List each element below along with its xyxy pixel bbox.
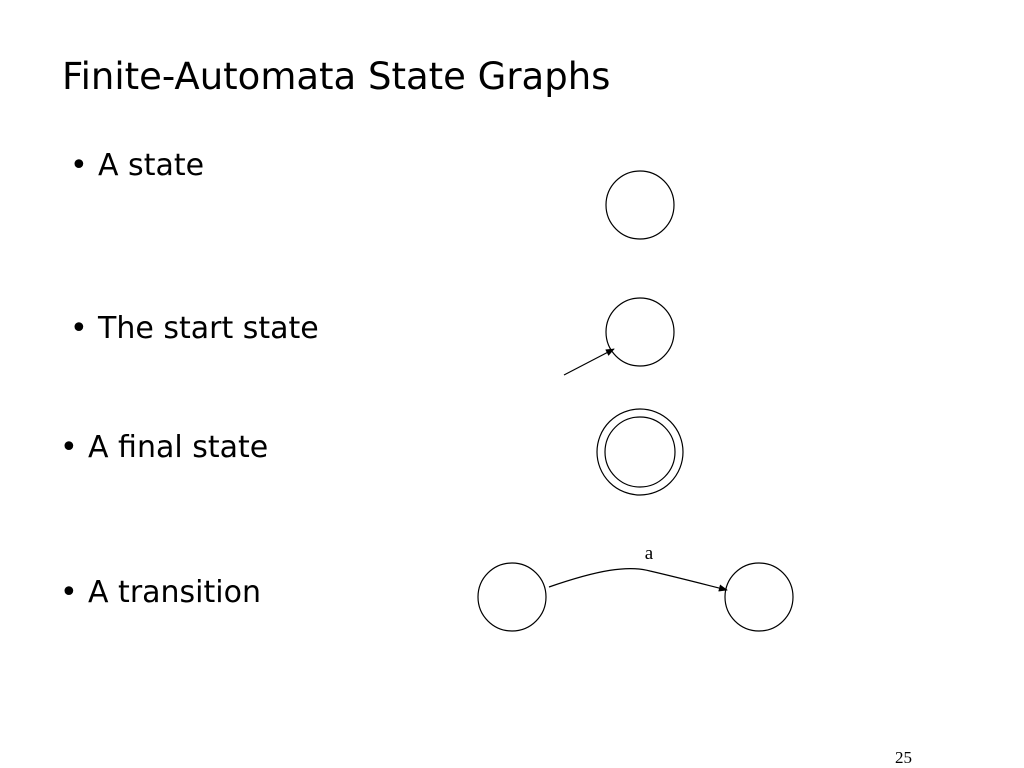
bullet-start-state: • The start state xyxy=(70,309,319,349)
bullet-marker: • xyxy=(70,311,88,346)
bullet-marker: • xyxy=(60,575,78,610)
transition-arrow xyxy=(548,567,728,592)
bullet-final-state: • A final state xyxy=(60,428,268,468)
bullet-marker: • xyxy=(60,430,78,465)
transition-target-state xyxy=(724,562,794,632)
final-state-outer-ring xyxy=(596,408,684,496)
bullet-transition: • A transition xyxy=(60,573,261,613)
start-arrow xyxy=(563,348,615,376)
slide-title: Finite-Automata State Graphs xyxy=(62,55,611,98)
bullet-marker: • xyxy=(70,148,88,183)
transition-source-state xyxy=(477,562,547,632)
bullet-label: A state xyxy=(98,148,205,183)
transition-label: a xyxy=(645,543,654,564)
start-state-node xyxy=(605,297,675,367)
state-node xyxy=(605,170,675,240)
bullet-label: A transition xyxy=(88,575,261,610)
page-number: 25 xyxy=(895,748,912,767)
final-state-inner-ring xyxy=(604,416,676,488)
bullet-a-state: • A state xyxy=(70,146,204,186)
bullet-label: The start state xyxy=(98,311,319,346)
bullet-label: A final state xyxy=(88,430,269,465)
